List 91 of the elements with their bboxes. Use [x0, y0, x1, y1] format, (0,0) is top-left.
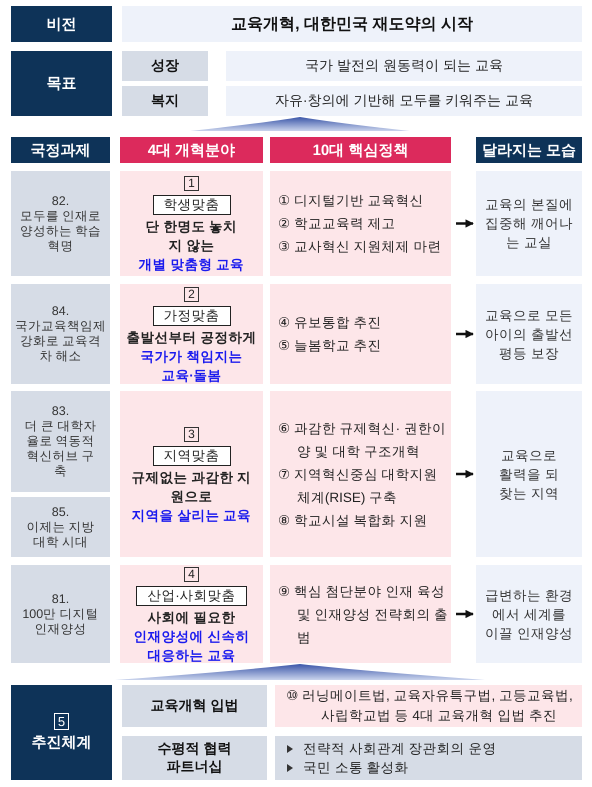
keyword-text: 학생맞춤	[164, 196, 220, 214]
category-box	[122, 86, 208, 116]
box-text: 국가 발전의 원동력이 되는 교육	[305, 57, 503, 75]
reform-area-box	[120, 171, 263, 276]
task-number: 82.	[52, 194, 70, 208]
task-number: 81.	[52, 592, 70, 606]
policy-text: ④ 유보통합 추진	[278, 314, 382, 332]
box-text: 국가교육책임제 강화로 교육격차 해소	[14, 319, 106, 364]
box-text: 수평적 협력 파트너십	[156, 740, 232, 776]
keyword-text: 지역맞춤	[164, 446, 220, 464]
task-box	[11, 284, 110, 384]
box-text: 교육개혁 입법	[150, 697, 238, 715]
label-text: 추진체계	[32, 733, 92, 752]
numbered-square: 3	[184, 426, 199, 442]
policy-box	[270, 391, 451, 557]
policy-text: ⑥ 과감한 규제혁신· 권한이양 및 대학 구조개혁	[278, 420, 447, 460]
box-text: 교육의 본질에 집중해 깨어나는 교실	[484, 196, 574, 252]
policy-box	[270, 171, 451, 276]
task-box	[11, 171, 110, 276]
box-text: 더 큰 대학자율로 역동적 혁신허브 구축	[24, 419, 98, 479]
column-header	[476, 137, 582, 163]
box-text: 자유·창의에 기반해 모두를 키워주는 교육	[274, 92, 534, 110]
policy-text: ⑩ 러닝메이트법, 교육자유특구법, 고등교육법, 사립학교법 등 4대 교육개혁 입법 추진	[285, 687, 574, 725]
box-text: 출발선부터 공정하게	[126, 328, 256, 346]
keyword-box	[152, 195, 230, 215]
keyword-text: 산업·사회맞춤	[147, 586, 236, 604]
box-text: 인재양성에 신속히 대응하는 교육	[132, 628, 250, 664]
numbered-square: 2	[184, 286, 199, 302]
numbered-square: 5	[54, 713, 70, 730]
label-box	[11, 6, 112, 42]
box-text: 급변하는 환경에서 세계를 이끌 인재양성	[484, 586, 574, 642]
reform-area-box	[120, 391, 263, 557]
column-header	[270, 137, 451, 163]
arrow	[456, 219, 474, 228]
policy-text: ⑧ 학교시설 복합화 지원	[278, 512, 428, 530]
task-box	[11, 565, 110, 663]
category-box	[122, 51, 208, 81]
category-box	[122, 736, 267, 780]
policy-text: ② 학교교육력 제고	[278, 215, 396, 233]
policy-box	[270, 284, 451, 384]
policy-box	[270, 565, 451, 663]
numbered-square: 4	[184, 566, 199, 582]
arrow	[456, 610, 474, 618]
task-box	[11, 391, 110, 492]
task-box	[11, 497, 110, 557]
box-text: 개별 맞춤형 교육	[138, 256, 244, 274]
task-number: 83.	[52, 404, 70, 419]
reform-area-box	[120, 565, 263, 663]
box-text: 사회에 필요한	[148, 608, 236, 626]
label-text: 달라지는 모습	[482, 140, 576, 160]
policy-text: ⑦ 지역혁신중심 대학지원 체계(RISE) 구축	[278, 466, 439, 507]
box-text: 국가가 책임지는 교육·돌봄	[140, 348, 244, 384]
label-text: 10대 핵심정책	[312, 140, 408, 160]
arrow	[456, 470, 474, 478]
policy-text: ⑨ 핵심 첨단분야 인재 육성 및 인재양성 전략회의 출범	[278, 582, 450, 646]
policy-text: ① 디지털기반 교육혁신	[278, 192, 424, 210]
policy-text: ⑤ 늘봄학교 추진	[278, 337, 382, 355]
task-number: 85.	[52, 504, 70, 520]
keyword-box	[152, 306, 230, 326]
bullet-text: 전략적 사회관계 장관회의 운영	[303, 741, 496, 756]
label-text: 목표	[46, 74, 76, 93]
reform-area-box	[120, 284, 263, 384]
keyword-box	[136, 586, 247, 606]
keyword-text: 가정맞춤	[164, 306, 220, 324]
label-text: 비전	[46, 14, 76, 34]
box-text: 복지	[151, 92, 179, 110]
box-text: 단 한명도 놓치지 않는	[144, 218, 238, 255]
bullet-list-box	[275, 736, 582, 780]
box-text: 100만 디지털 인재양성	[21, 606, 100, 636]
category-box	[122, 685, 267, 727]
box-text: 성장	[151, 57, 179, 75]
label-text: 4대 개혁분야	[148, 140, 236, 160]
box-text: 규제없는 과감한 지원으로	[132, 468, 252, 506]
task-number: 84.	[52, 304, 70, 319]
label-text: 국정과제	[30, 140, 90, 160]
box-text: 교육으로 활력을 되찾는 지역	[499, 446, 559, 502]
box-text: 모두를 인재로 양성하는 학습혁명	[18, 208, 102, 254]
box-text: 교육으로 모든 아이의 출발선 평등 보장	[484, 306, 574, 362]
box-text: 지역을 살리는 교육	[132, 506, 252, 524]
strategy-box	[11, 685, 112, 780]
policy-text: ③ 교사혁신 지원체제 마련	[278, 238, 442, 256]
bullet-text: 국민 소통 활성화	[303, 760, 409, 775]
arrow	[456, 330, 474, 338]
numbered-square: 1	[184, 176, 199, 191]
box-text: 교육개혁, 대한민국 재도약의 시작	[231, 14, 473, 34]
keyword-box	[152, 446, 230, 466]
goal-box	[226, 86, 582, 116]
column-header	[120, 137, 263, 163]
column-header	[11, 137, 110, 163]
label-box	[11, 51, 112, 116]
box-text: 이제는 지방대학 시대	[25, 520, 96, 550]
